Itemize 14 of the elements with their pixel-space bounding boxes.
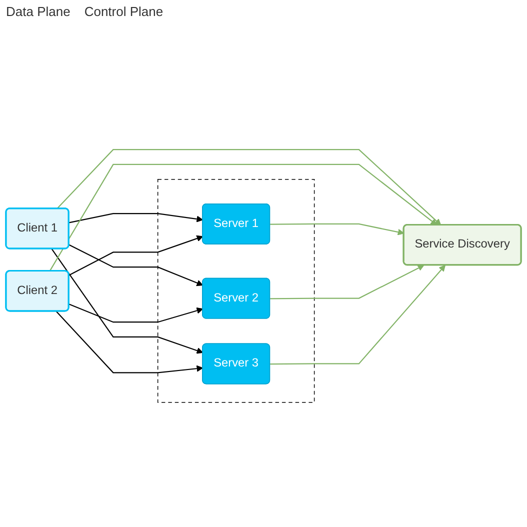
arrow [49,164,438,272]
arrow [68,212,204,224]
arrow [270,223,404,236]
arrow [51,248,204,354]
arrow [68,244,204,286]
cluster [157,178,315,403]
arrow [68,304,204,323]
arrow [56,149,442,226]
plane-label: Control Plane [84,4,164,19]
arrow [56,310,204,374]
arrow [270,264,446,365]
arrow [68,235,204,276]
arrow [270,264,424,300]
plane-label: Data Plane [6,4,70,19]
